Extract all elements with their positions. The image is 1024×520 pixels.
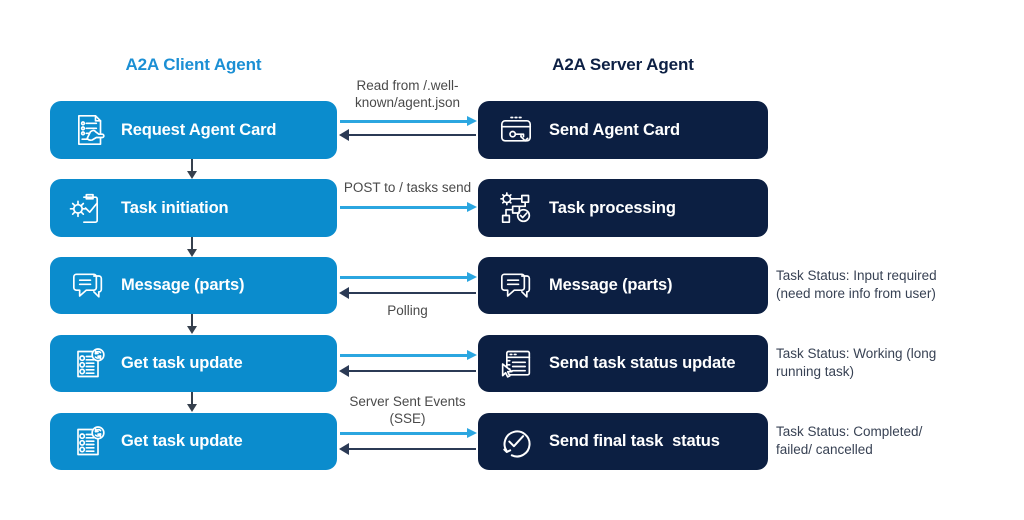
client-box-label: Task initiation <box>121 198 229 217</box>
client-box-label: Request Agent Card <box>121 120 277 139</box>
server-box-task-processing: Task processing <box>478 179 768 237</box>
server-box-message-parts: Message (parts) <box>478 257 768 314</box>
column-header-server: A2A Server Agent <box>552 55 694 74</box>
check-circle-icon <box>503 430 531 457</box>
server-box-send-task-status-update: Send task status update <box>478 335 768 392</box>
checklist-refresh-icon <box>77 347 105 377</box>
client-box-task-initiation: Task initiation <box>50 179 337 237</box>
column-header-client: A2A Client Agent <box>125 55 262 74</box>
workflow-gear-check-icon <box>500 192 531 223</box>
client-box-message-parts: Message (parts) <box>50 257 337 314</box>
server-box-label: Message (parts) <box>549 276 673 295</box>
mid-label-row-2: POST to / tasks send <box>343 180 472 195</box>
mid-label-row-3: Polling <box>387 303 428 318</box>
client-box-get-task-update-2: Get task update <box>50 413 337 470</box>
note-row-3: Task Status: Input required (need more i… <box>776 268 937 302</box>
id-card-key-icon <box>501 116 531 142</box>
arrow-left-row-4 <box>339 365 476 377</box>
arrow-left-row-1 <box>339 129 476 141</box>
server-box-label: Send Agent Card <box>549 120 680 139</box>
mid-label-row-1: Read from /.well- known/agent.json <box>354 78 461 110</box>
note-row-4: Task Status: Working (long running task) <box>776 346 937 380</box>
arrow-right-row-1 <box>340 116 477 126</box>
clipboard-gear-check-icon <box>69 193 98 224</box>
client-box-get-task-update-1: Get task update <box>50 335 337 392</box>
arrow-left-row-5 <box>339 443 476 455</box>
flow-arrow-down-4 <box>187 392 197 412</box>
document-checklist-hand-icon <box>78 115 105 146</box>
server-box-send-agent-card: Send Agent Card <box>478 101 768 159</box>
server-box-label: Send task status update <box>549 354 736 373</box>
client-box-label: Get task update <box>121 432 243 451</box>
arrow-right-row-4 <box>340 350 477 360</box>
arrow-right-row-5 <box>340 428 477 438</box>
client-box-label: Message (parts) <box>121 276 245 295</box>
mid-label-row-5: Server Sent Events (SSE) <box>349 394 466 426</box>
note-row-5: Task Status: Completed/ failed/ cancelle… <box>776 424 923 458</box>
arrow-right-row-3 <box>340 272 477 282</box>
flow-arrow-down-3 <box>187 314 197 334</box>
client-box-label: Get task update <box>121 354 243 373</box>
server-box-send-final-task-status: Send final task status <box>478 413 768 470</box>
server-box-label: Send final task status <box>549 432 720 451</box>
server-box-label: Task processing <box>549 198 676 217</box>
arrow-right-row-2 <box>340 202 477 212</box>
checklist-refresh-icon <box>77 425 105 455</box>
status-window-cursor-icon <box>501 350 531 378</box>
flow-arrow-down-1 <box>187 159 197 179</box>
client-box-request-agent-card: Request Agent Card <box>50 101 337 159</box>
chat-bubbles-icon <box>73 273 103 298</box>
arrow-left-row-3 <box>339 287 476 299</box>
flow-arrow-down-2 <box>187 237 197 257</box>
chat-bubbles-icon <box>501 273 531 298</box>
